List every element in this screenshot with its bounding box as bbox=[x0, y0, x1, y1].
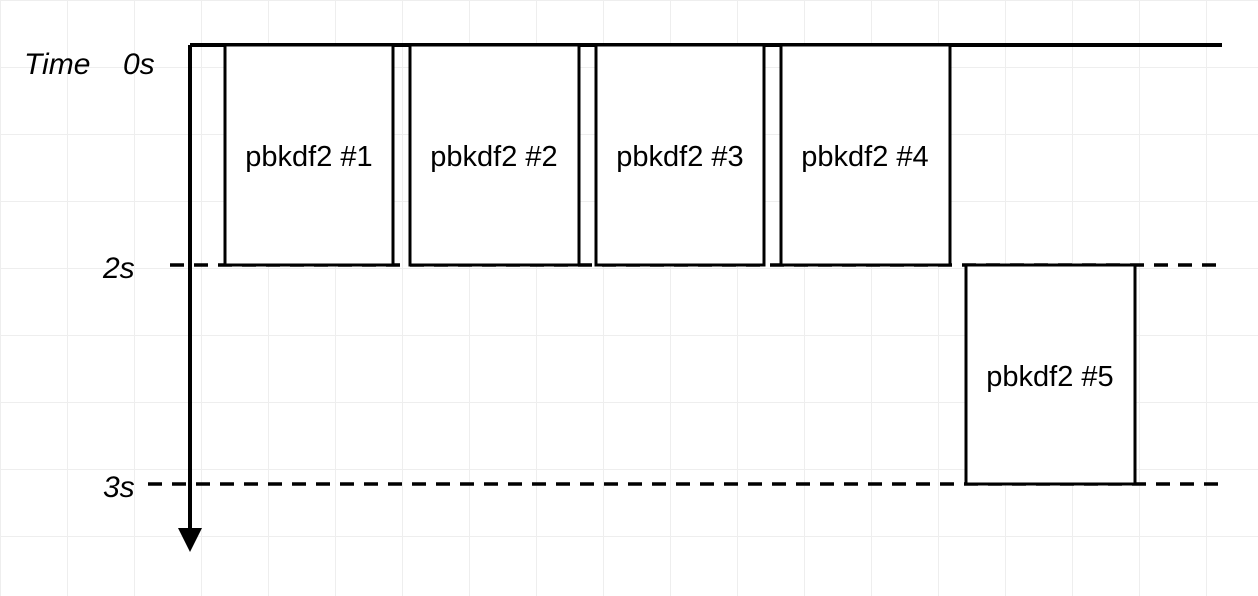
time-mark-0s: 0s bbox=[123, 48, 155, 81]
time-mark-3s: 3s bbox=[103, 471, 135, 504]
arrow-down-icon bbox=[178, 528, 202, 552]
process-box-4: pbkdf2 #4 bbox=[779, 43, 952, 267]
axis-title: Time bbox=[24, 48, 90, 81]
process-label: pbkdf2 #2 bbox=[430, 141, 557, 173]
time-mark-2s: 2s bbox=[102, 252, 135, 285]
process-box-3: pbkdf2 #3 bbox=[594, 43, 766, 267]
process-label: pbkdf2 #3 bbox=[616, 141, 743, 173]
process-box-5: pbkdf2 #5 bbox=[964, 263, 1137, 486]
process-box-2: pbkdf2 #2 bbox=[408, 43, 581, 267]
process-box-1: pbkdf2 #1 bbox=[223, 43, 395, 267]
process-label: pbkdf2 #4 bbox=[801, 141, 928, 173]
process-label: pbkdf2 #1 bbox=[245, 141, 372, 173]
process-label: pbkdf2 #5 bbox=[986, 361, 1113, 393]
